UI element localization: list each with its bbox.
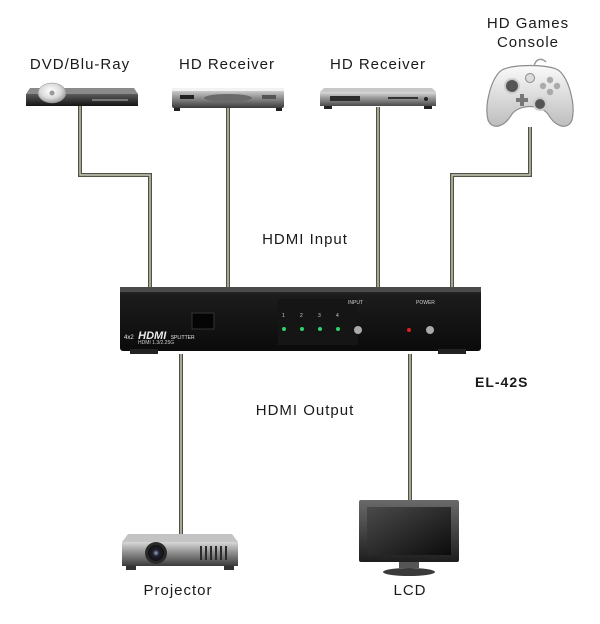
- brand-suffix: SPLITTER: [170, 335, 195, 341]
- lcd-monitor-icon: [359, 500, 459, 576]
- cable-dvd: [78, 105, 152, 292]
- port-number-4: 4: [336, 313, 339, 319]
- led-input-4: [336, 327, 340, 331]
- port-number-1: 1: [282, 313, 285, 319]
- games-label-line2: Console: [496, 34, 560, 51]
- port-number-3: 3: [318, 313, 321, 319]
- cable-games: [450, 127, 532, 292]
- input-select-button: [354, 325, 364, 335]
- lcd-label: LCD: [393, 582, 427, 599]
- dvd-label: DVD/Blu-Ray: [29, 56, 131, 73]
- power-led: [407, 328, 411, 332]
- brand-prefix: 4x2: [124, 335, 134, 341]
- model-label: EL-42S: [475, 374, 529, 390]
- port-number-row: 1 2 3 4: [282, 313, 352, 323]
- receiver-1-label: HD Receiver: [178, 56, 276, 73]
- hdmi-splitter-device: 4x2 HDMI SPLITTER HDMI 1.3/2.25G 1 2 3 4…: [118, 285, 483, 357]
- splitter-body: [120, 287, 481, 354]
- hdmi-output-label: HDMI Output: [255, 402, 355, 419]
- port-number-2: 2: [300, 313, 303, 319]
- led-input-1: [282, 327, 286, 331]
- power-text: POWER: [416, 300, 435, 306]
- game-controller-icon: [486, 58, 574, 127]
- led-input-2: [300, 327, 304, 331]
- hdmi-input-label: HDMI Input: [262, 231, 348, 248]
- led-input-3: [318, 327, 322, 331]
- receiver-1-icon: [172, 88, 284, 111]
- power-button: [425, 325, 435, 335]
- splitter-brand: 4x2 HDMI SPLITTER: [124, 326, 195, 344]
- projector-label: Projector: [143, 582, 213, 599]
- brand-main: HDMI: [138, 330, 167, 342]
- projector-icon: [122, 534, 238, 570]
- input-text: INPUT: [348, 300, 363, 306]
- receiver-2-icon: [320, 88, 436, 109]
- receiver-2-label: HD Receiver: [329, 56, 427, 73]
- games-label: HD Games Console: [487, 14, 569, 52]
- games-label-line1: HD Games: [486, 15, 570, 32]
- dvd-player-icon: [26, 82, 138, 106]
- brand-sub: HDMI 1.3/2.25G: [138, 340, 175, 346]
